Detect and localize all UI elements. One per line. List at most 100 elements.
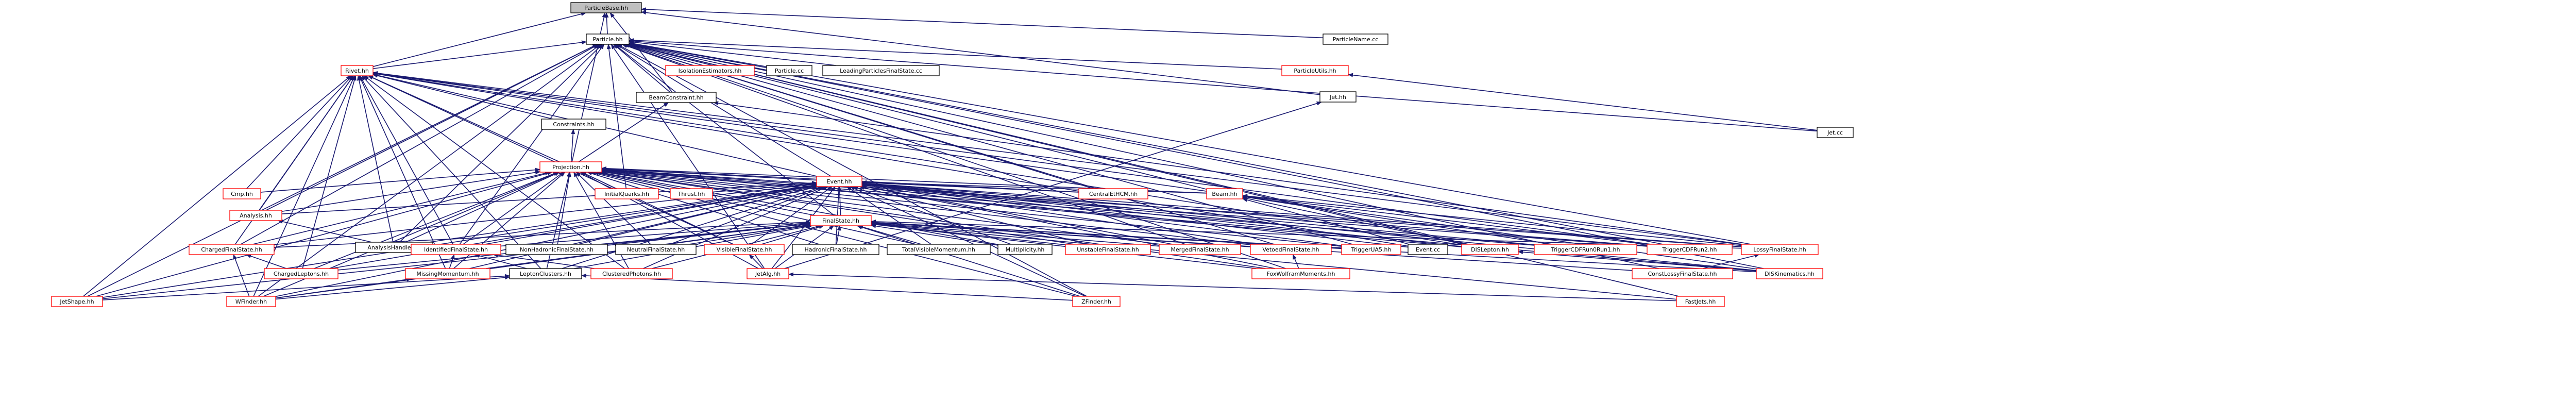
node-TriggerCDFRun2[interactable]: TriggerCDFRun2.hh: [1647, 244, 1733, 255]
node-box: [1534, 244, 1637, 255]
node-TriggerUA5[interactable]: TriggerUA5.hh: [1341, 244, 1401, 255]
node-Analysis[interactable]: Analysis.hh: [229, 210, 282, 221]
node-box: [1647, 244, 1733, 255]
node-NeutralFinalState[interactable]: NeutralFinalState.hh: [615, 244, 697, 255]
edge-ChargedLeptons-to-Projection: [314, 172, 558, 269]
node-DISLepton[interactable]: DISLepton.hh: [1461, 244, 1519, 255]
edge-ClusteredPhotons-to-IdentifiedFinalState: [493, 253, 595, 269]
edge-WFinder-to-MissingMomentum: [275, 277, 412, 299]
edge-AnalysisHandler-to-Rivet: [357, 75, 394, 243]
edge-WFinder-to-LeptonClusters: [275, 275, 510, 300]
node-JetAlg[interactable]: JetAlg.hh: [747, 268, 789, 279]
node-label: BeamConstraint.hh: [649, 94, 703, 101]
node-InitialQuarks[interactable]: InitialQuarks.hh: [595, 188, 659, 199]
edge-CentralEtHCM-to-Event: [861, 180, 1079, 193]
edge-TriggerCDFRun0Run1-to-Beam: [1242, 195, 1552, 245]
node-label: TriggerCDFRun0Run1.hh: [1550, 246, 1620, 253]
node-UnstableFinalState[interactable]: UnstableFinalState.hh: [1065, 244, 1151, 255]
node-ZFinder[interactable]: ZFinder.hh: [1072, 296, 1121, 307]
edge-NonHadronicFinalState-to-Projection: [557, 172, 571, 245]
edge-DISKinematics-to-DISLepton: [1518, 250, 1757, 272]
node-box: [264, 268, 338, 279]
node-Particle[interactable]: Particle.hh: [586, 33, 630, 45]
node-MergedFinalState[interactable]: MergedFinalState.hh: [1159, 244, 1241, 255]
node-DISKinematics[interactable]: DISKinematics.hh: [1756, 268, 1823, 279]
node-TriggerCDFRun0Run1[interactable]: TriggerCDFRun0Run1.hh: [1534, 244, 1637, 255]
edge-ZFinder-to-Particle: [617, 44, 1087, 297]
node-ParticleUtils[interactable]: ParticleUtils.hh: [1281, 65, 1349, 76]
node-ParticleName[interactable]: ParticleName.cc: [1323, 33, 1388, 45]
node-HadronicFinalState[interactable]: HadronicFinalState.hh: [792, 244, 879, 255]
edge-AnalysisHandler-to-Particle: [399, 44, 603, 243]
node-VisibleFinalState[interactable]: VisibleFinalState.hh: [704, 244, 785, 255]
edge-ConstLossyFinalState-to-LossyFinalState: [1703, 254, 1760, 269]
node-box: [570, 2, 642, 13]
node-Event[interactable]: Event.hh: [816, 176, 862, 187]
node-LossyFinalState[interactable]: LossyFinalState.hh: [1741, 244, 1819, 255]
node-box: [636, 92, 717, 103]
node-LeadingParticlesFinalState[interactable]: LeadingParticlesFinalState.cc: [822, 65, 940, 76]
node-Jet[interactable]: Jet.hh: [1319, 91, 1357, 103]
node-label: VetoedFinalState.hh: [1262, 246, 1319, 253]
edge-Thrust-to-Event: [712, 181, 817, 193]
node-box: [1250, 244, 1332, 255]
node-LeptonClusters[interactable]: LeptonClusters.hh: [509, 268, 582, 279]
edge-VisibleFinalState-to-Rivet: [367, 75, 734, 245]
node-CentralEtHCM[interactable]: CentralEtHCM.hh: [1078, 188, 1148, 199]
node-box: [405, 268, 490, 279]
node-box: [341, 65, 374, 76]
edge-WFinder-to-Particle: [258, 44, 601, 297]
node-label: TotalVisibleMomentum.hh: [902, 246, 975, 253]
node-label: ConstLossyFinalState.hh: [1648, 271, 1717, 277]
node-FinalState[interactable]: FinalState.hh: [810, 215, 872, 226]
node-MissingMomentum[interactable]: MissingMomentum.hh: [405, 268, 490, 279]
edge-JetShape-to-Event: [102, 183, 817, 298]
edge-LossyFinalState-to-FinalState: [871, 220, 1742, 249]
node-Multiplicity[interactable]: Multiplicity.hh: [997, 244, 1053, 255]
node-box: [539, 161, 602, 173]
node-ConstLossyFinalState[interactable]: ConstLossyFinalState.hh: [1632, 268, 1733, 279]
node-IdentifiedFinalState[interactable]: IdentifiedFinalState.hh: [411, 244, 501, 255]
edge-UnstableFinalState-to-Event: [859, 186, 1088, 245]
node-Rivet[interactable]: Rivet.hh: [341, 65, 374, 76]
node-ChargedLeptons[interactable]: ChargedLeptons.hh: [264, 268, 338, 279]
edge-FoxWolframMoments-to-VetoedFinalState: [1292, 254, 1299, 269]
edge-Multiplicity-to-FinalState: [871, 224, 998, 246]
edge-FastJets-to-FinalState: [871, 222, 1677, 300]
edge-JetAlg-to-Jet: [784, 101, 1322, 269]
node-JetShape[interactable]: JetShape.hh: [51, 296, 103, 307]
node-VetoedFinalState[interactable]: VetoedFinalState.hh: [1250, 244, 1332, 255]
node-NonHadronicFinalState[interactable]: NonHadronicFinalState.hh: [505, 244, 608, 255]
node-Beam[interactable]: Beam.hh: [1206, 188, 1243, 199]
node-ChargedFinalState[interactable]: ChargedFinalState.hh: [189, 244, 275, 255]
edge-TotalVisibleMomentum-to-Event: [846, 186, 931, 245]
node-Thrust[interactable]: Thrust.hh: [670, 188, 713, 199]
edge-WFinder-to-Event: [275, 185, 817, 297]
edge-AnalysisHandler-to-Projection: [405, 172, 560, 243]
node-JetCc[interactable]: Jet.cc: [1817, 127, 1854, 138]
node-EventCc[interactable]: Event.cc: [1408, 244, 1448, 255]
edge-HadronicFinalState-to-FinalState: [836, 225, 841, 245]
edge-DISLepton-to-Rivet: [372, 72, 1462, 246]
node-TotalVisibleMomentum[interactable]: TotalVisibleMomentum.hh: [887, 244, 991, 255]
edge-Jet-to-ParticleBase: [641, 10, 1320, 95]
node-Constraints[interactable]: Constraints.hh: [541, 119, 606, 130]
node-ParticleCc[interactable]: Particle.cc: [766, 65, 812, 76]
edge-IdentifiedFinalState-to-Projection: [463, 172, 564, 245]
node-label: ClusteredPhotons.hh: [602, 271, 661, 277]
node-BeamConstraint[interactable]: BeamConstraint.hh: [636, 92, 717, 103]
node-label: Particle.cc: [775, 68, 804, 74]
node-box: [810, 215, 872, 226]
node-Projection[interactable]: Projection.hh: [539, 161, 602, 173]
node-ClusteredPhotons[interactable]: ClusteredPhotons.hh: [590, 268, 673, 279]
edge-Constraints-to-Rivet: [372, 73, 553, 120]
edge-BeamConstraint-to-ParticleBase: [609, 12, 673, 93]
node-WFinder[interactable]: WFinder.hh: [226, 296, 276, 307]
node-FastJets[interactable]: FastJets.hh: [1676, 296, 1725, 307]
node-IsolationEstimators[interactable]: IsolationEstimators.hh: [665, 65, 755, 76]
edge-Multiplicity-to-Projection: [599, 171, 998, 245]
node-Cmp[interactable]: Cmp.hh: [223, 188, 261, 199]
node-box: [189, 244, 275, 255]
node-FoxWolframMoments[interactable]: FoxWolframMoments.hh: [1251, 268, 1350, 279]
